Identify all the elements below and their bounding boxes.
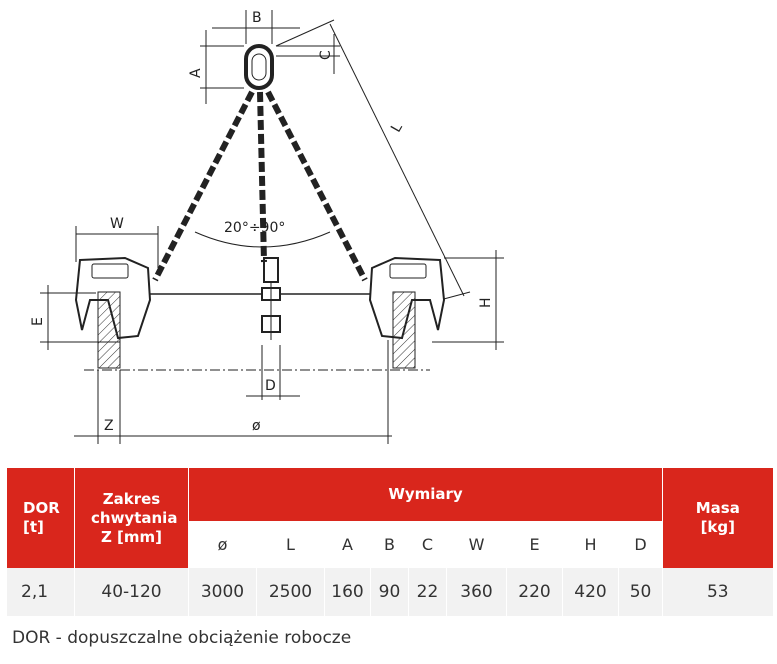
dim-header: E: [506, 521, 563, 568]
label-l: L: [388, 120, 406, 135]
cell-value: 3000: [188, 568, 257, 616]
cell-value: 90: [370, 568, 409, 616]
cell-mass: 53: [662, 568, 773, 616]
label-h: H: [478, 297, 494, 308]
header-mass: Masa [kg]: [662, 468, 773, 568]
left-clamp: [74, 256, 152, 369]
dim-header: A: [324, 521, 371, 568]
header-dimensions: Wymiary: [187, 468, 663, 522]
dim-c: C: [276, 34, 340, 74]
dim-b: B: [212, 10, 300, 44]
technical-drawing: B A C L 20°÷90°: [30, 10, 504, 444]
label-e: E: [30, 317, 46, 326]
header-dor: DOR [t]: [6, 468, 75, 568]
cell-value: 160: [324, 568, 371, 616]
angle-indicator: 20°÷90°: [194, 220, 331, 248]
dim-header: H: [562, 521, 619, 568]
label-d: D: [265, 378, 276, 394]
center-hook: [261, 257, 281, 340]
dim-header: L: [256, 521, 325, 568]
dim-w: W: [75, 216, 159, 268]
dim-header: D: [617, 521, 663, 568]
label-z: Z: [104, 418, 114, 434]
right-clamp: [368, 256, 446, 369]
cell-value: 220: [506, 568, 563, 616]
master-link: [244, 44, 274, 90]
chains: [152, 90, 368, 282]
dim-header: C: [408, 521, 447, 568]
footnote: DOR - dopuszczalne obciążenie robocze: [12, 628, 352, 648]
label-a: A: [188, 68, 204, 78]
dim-header: B: [370, 521, 409, 568]
label-angle: 20°÷90°: [224, 220, 285, 236]
cell-value: 360: [446, 568, 507, 616]
dim-e: E: [30, 285, 120, 350]
cell-value: 420: [562, 568, 619, 616]
cell-dor: 2,1: [6, 568, 75, 616]
dim-a: A: [188, 30, 244, 104]
label-w: W: [110, 216, 124, 232]
dim-header: ø: [188, 521, 257, 568]
cell-range: 40-120: [74, 568, 189, 616]
spec-table: DOR [t] Zakres chwytania Z [mm] Wymiary …: [6, 468, 773, 616]
label-c: C: [318, 50, 334, 60]
header-range: Zakres chwytania Z [mm]: [74, 468, 189, 568]
dim-h: H: [432, 250, 504, 350]
cell-value: 2500: [256, 568, 325, 616]
table-row: 2,1 40-120 3000 2500 160 90 22 360 220 4…: [6, 568, 773, 616]
label-b: B: [252, 10, 262, 26]
dim-z-phi: Z ø: [74, 340, 392, 444]
label-phi: ø: [252, 418, 261, 434]
left-plate: [97, 291, 121, 369]
cell-value: 50: [617, 568, 663, 616]
cell-value: 22: [408, 568, 447, 616]
dim-d: D: [246, 345, 300, 400]
dim-header: W: [446, 521, 507, 568]
right-plate: [392, 291, 416, 369]
